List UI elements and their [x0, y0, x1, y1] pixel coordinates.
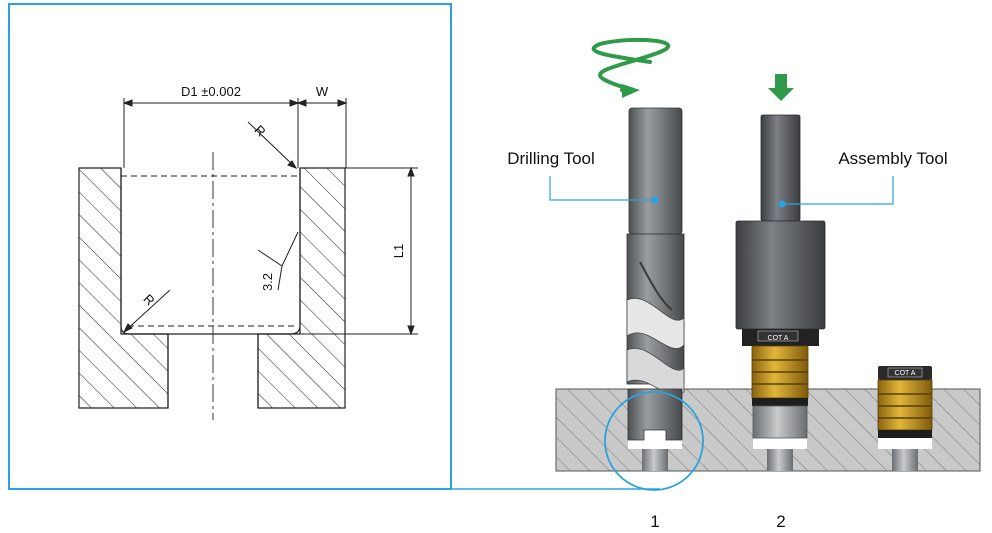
drilling-tool [626, 107, 685, 441]
zoom-circle [604, 391, 704, 491]
dim-w-label: W [316, 84, 329, 99]
assembly-tool [735, 114, 826, 439]
inserted-component [877, 366, 933, 438]
rotation-arrow-icon [591, 37, 671, 98]
radius-bottom-leader [122, 289, 171, 334]
dim-d1-label: D1 ±0.002 [181, 84, 241, 99]
assembly-tool-label: Assembly Tool [838, 149, 947, 168]
radius-bottom-label: R [141, 291, 158, 308]
radius-top-label: R [252, 122, 269, 139]
drilling-tool-label: Drilling Tool [507, 149, 595, 168]
roughness-symbol [257, 231, 299, 291]
radius-top-leader [247, 121, 298, 169]
insert-marking-a: COT A [768, 335, 789, 342]
dim-l1-label: L1 [391, 244, 406, 258]
dimension-d1 [122, 98, 348, 168]
step-number-1: 1 [650, 512, 659, 531]
drilling-tool-leader [549, 176, 659, 204]
bore-section-hatch [78, 167, 346, 409]
assembly-tool-leader [778, 176, 894, 208]
roughness-value: 3.2 [260, 273, 275, 291]
bore-outline [120, 168, 301, 408]
step-number-2: 2 [776, 512, 785, 531]
insert-marking-b: COT A [895, 370, 916, 377]
push-down-arrow-icon [768, 74, 794, 101]
dimension-l1 [300, 166, 418, 336]
detail-frame [8, 3, 452, 490]
